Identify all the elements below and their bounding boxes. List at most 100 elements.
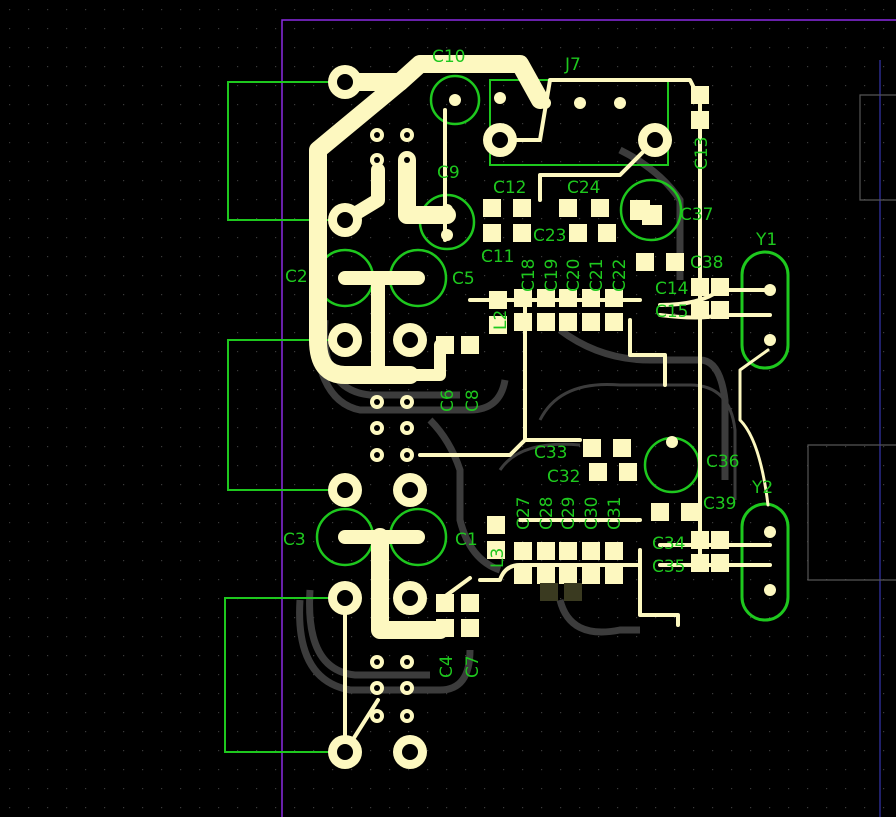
drill-hole bbox=[404, 659, 410, 665]
smd-pad bbox=[711, 278, 729, 296]
crystal-outline bbox=[740, 502, 790, 622]
smd-pad bbox=[537, 566, 555, 584]
small-pad bbox=[339, 531, 351, 543]
copper-trace bbox=[371, 528, 449, 639]
inner-trace bbox=[498, 442, 581, 471]
smd-pad bbox=[513, 199, 531, 217]
ref-label-c7: C7 bbox=[463, 655, 483, 678]
ref-label-c14: C14 bbox=[655, 279, 689, 299]
smd-pad bbox=[605, 289, 623, 307]
ref-label-c20: C20 bbox=[564, 258, 584, 292]
copper-trace bbox=[538, 138, 657, 202]
offboard-component-outline bbox=[807, 94, 896, 581]
drill-hole bbox=[374, 399, 380, 405]
ref-label-c4: C4 bbox=[437, 655, 457, 678]
drill-hole bbox=[402, 482, 418, 498]
ref-label-c27: C27 bbox=[514, 496, 534, 530]
ref-label-c19: C19 bbox=[542, 258, 562, 292]
ref-label-c3: C3 bbox=[283, 530, 306, 550]
smd-pad bbox=[436, 619, 454, 637]
ref-label-c24: C24 bbox=[567, 178, 601, 198]
ref-label-c8: C8 bbox=[463, 389, 483, 412]
copper-trace bbox=[478, 563, 522, 582]
small-pad bbox=[666, 436, 678, 448]
ref-label-c11: C11 bbox=[481, 247, 515, 267]
ref-label-c37: C37 bbox=[680, 205, 714, 225]
smd-pad bbox=[605, 313, 623, 331]
smd-pad bbox=[513, 224, 531, 242]
copper-trace bbox=[738, 348, 770, 507]
drill-hole bbox=[337, 212, 353, 228]
drill-hole bbox=[337, 744, 353, 760]
drill-hole bbox=[492, 132, 508, 148]
smd-pad bbox=[711, 301, 729, 319]
ref-label-c13: C13 bbox=[692, 136, 712, 170]
ref-label-c2: C2 bbox=[285, 267, 308, 287]
smd-pad bbox=[691, 278, 709, 296]
small-pad bbox=[574, 97, 586, 109]
ref-label-y2: Y2 bbox=[751, 478, 773, 498]
ref-label-c28: C28 bbox=[537, 496, 557, 530]
ref-label-l3: L3 bbox=[488, 548, 508, 568]
ref-label-c30: C30 bbox=[582, 496, 602, 530]
smd-pad bbox=[666, 253, 684, 271]
drill-hole bbox=[374, 157, 380, 163]
ref-label-y1: Y1 bbox=[755, 230, 777, 250]
copper-trace bbox=[418, 438, 582, 457]
drill-hole bbox=[374, 132, 380, 138]
drill-hole bbox=[404, 452, 410, 458]
drill-hole bbox=[337, 74, 353, 90]
ref-label-c9: C9 bbox=[437, 163, 460, 183]
ref-label-c34: C34 bbox=[652, 534, 686, 554]
smd-pad bbox=[559, 566, 577, 584]
copper-trace bbox=[628, 318, 667, 387]
drill-hole bbox=[647, 132, 663, 148]
drill-hole bbox=[374, 713, 380, 719]
smd-pad bbox=[483, 224, 501, 242]
smd-pad bbox=[582, 566, 600, 584]
smd-pad bbox=[582, 313, 600, 331]
smd-pad bbox=[461, 594, 479, 612]
ref-label-c36: C36 bbox=[706, 452, 740, 472]
smd-pad bbox=[619, 463, 637, 481]
small-pad bbox=[539, 97, 551, 109]
smd-pad bbox=[569, 224, 587, 242]
inner-trace bbox=[306, 589, 430, 679]
smd-pad bbox=[489, 316, 507, 334]
smd-pad-bottom bbox=[564, 583, 582, 601]
smd-pad bbox=[559, 313, 577, 331]
crystal-outline bbox=[740, 250, 790, 370]
drill-hole bbox=[404, 425, 410, 431]
small-pad bbox=[494, 92, 506, 104]
ref-label-c5: C5 bbox=[452, 269, 475, 289]
copper-trace bbox=[309, 73, 419, 384]
drill-hole bbox=[402, 590, 418, 606]
smd-pad bbox=[461, 619, 479, 637]
smd-pad bbox=[461, 336, 479, 354]
smd-pad bbox=[605, 566, 623, 584]
copper-trace bbox=[336, 55, 549, 109]
copper-trace bbox=[498, 78, 702, 292]
ref-label-c39: C39 bbox=[703, 494, 737, 514]
drill-hole bbox=[402, 744, 418, 760]
ref-label-c29: C29 bbox=[559, 496, 579, 530]
copper-trace bbox=[404, 339, 446, 381]
smd-pad bbox=[582, 542, 600, 560]
smd-pad bbox=[559, 199, 577, 217]
pads bbox=[328, 65, 776, 769]
smd-pad bbox=[691, 554, 709, 572]
smd-pad bbox=[514, 566, 532, 584]
capacitor-outline bbox=[429, 74, 481, 126]
smd-pad bbox=[613, 439, 631, 457]
small-pad bbox=[764, 334, 776, 346]
ref-label-c10: C10 bbox=[432, 47, 466, 67]
board-outline bbox=[281, 19, 896, 817]
inner-trace bbox=[556, 599, 640, 636]
smd-pad bbox=[589, 463, 607, 481]
capacitor-outline bbox=[619, 178, 683, 242]
component-outline bbox=[224, 597, 330, 753]
small-pad bbox=[441, 229, 453, 241]
inner-trace bbox=[557, 327, 729, 480]
